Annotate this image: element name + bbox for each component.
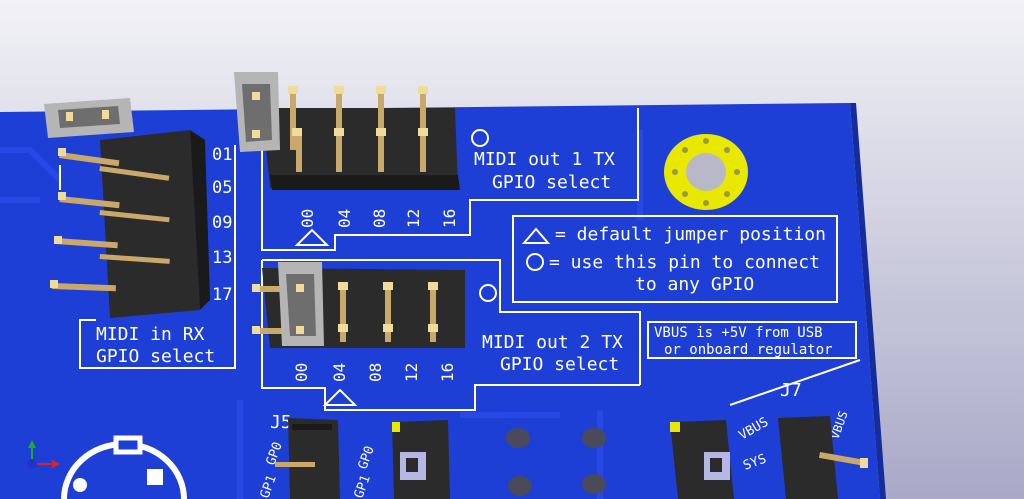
midi-in-pin-labels: 01 05 09 13 17: [212, 145, 232, 305]
j7-label: J7: [780, 380, 802, 401]
vbus-note-1: VBUS is +5V from USB: [654, 325, 823, 341]
legend-connect-2: to any GPIO: [635, 274, 754, 295]
midi-out1-pin-00: 00: [298, 209, 317, 228]
gp1-left-label: GP1: [258, 473, 280, 499]
midi-out2-title: MIDI out 2 TX: [482, 332, 623, 353]
midi-in-pin-17: 17: [212, 285, 232, 305]
midi-out2-pin-16: 16: [438, 363, 457, 382]
xyz-axes-icon: [27, 440, 60, 469]
midi-out2-pin-08: 08: [366, 363, 385, 382]
midi-out2-pin-labels: 00 04 08 12 16: [292, 363, 457, 382]
midi-out1-title: MIDI out 1 TX: [474, 149, 615, 170]
midi-out2-header[interactable]: [252, 262, 465, 348]
midi-out2-pin-12: 12: [402, 363, 421, 382]
midi-in-pin-13: 13: [212, 248, 232, 268]
j5-label: J5: [270, 412, 292, 433]
midi-out2-subtitle: GPIO select: [500, 354, 619, 375]
midi-out1-subtitle: GPIO select: [492, 172, 611, 193]
midi-out1-pin-labels: 00 04 08 12 16: [298, 209, 459, 228]
midi-out1-pin-16: 16: [440, 209, 459, 228]
midi-out1-pin-12: 12: [404, 209, 423, 228]
legend-default: = default jumper position: [555, 224, 826, 245]
component-pads: [506, 428, 606, 496]
mounting-hole: [664, 134, 748, 210]
j5-header[interactable]: [275, 418, 340, 499]
midi-in-header[interactable]: [44, 98, 210, 318]
midi-out1-header[interactable]: [234, 72, 460, 190]
header-socket-left[interactable]: [392, 420, 450, 499]
pcb-edge: [850, 103, 886, 499]
gp1-mid-label: GP1: [352, 473, 374, 499]
midi-out1-pin-08: 08: [370, 209, 389, 228]
j7-header[interactable]: [778, 416, 868, 499]
header-socket-right[interactable]: [670, 420, 734, 499]
midi-in-pin-01: 01: [212, 145, 232, 165]
midi-in-title: MIDI in RX: [96, 324, 205, 345]
silk-outlines: [59, 108, 861, 411]
midi-in-pin-05: 05: [212, 178, 232, 198]
legend-connect-1: = use this pin to connect: [549, 252, 820, 273]
midi-out2-pin-00: 00: [292, 363, 311, 382]
midi-out2-pin-04: 04: [330, 363, 349, 382]
midi-in-pin-09: 09: [212, 213, 232, 233]
midi-in-subtitle: GPIO select: [96, 346, 215, 367]
vbus-note-2: or onboard regulator: [664, 342, 833, 358]
round-connector-outline: [61, 435, 187, 499]
midi-out1-pin-04: 04: [335, 209, 354, 228]
